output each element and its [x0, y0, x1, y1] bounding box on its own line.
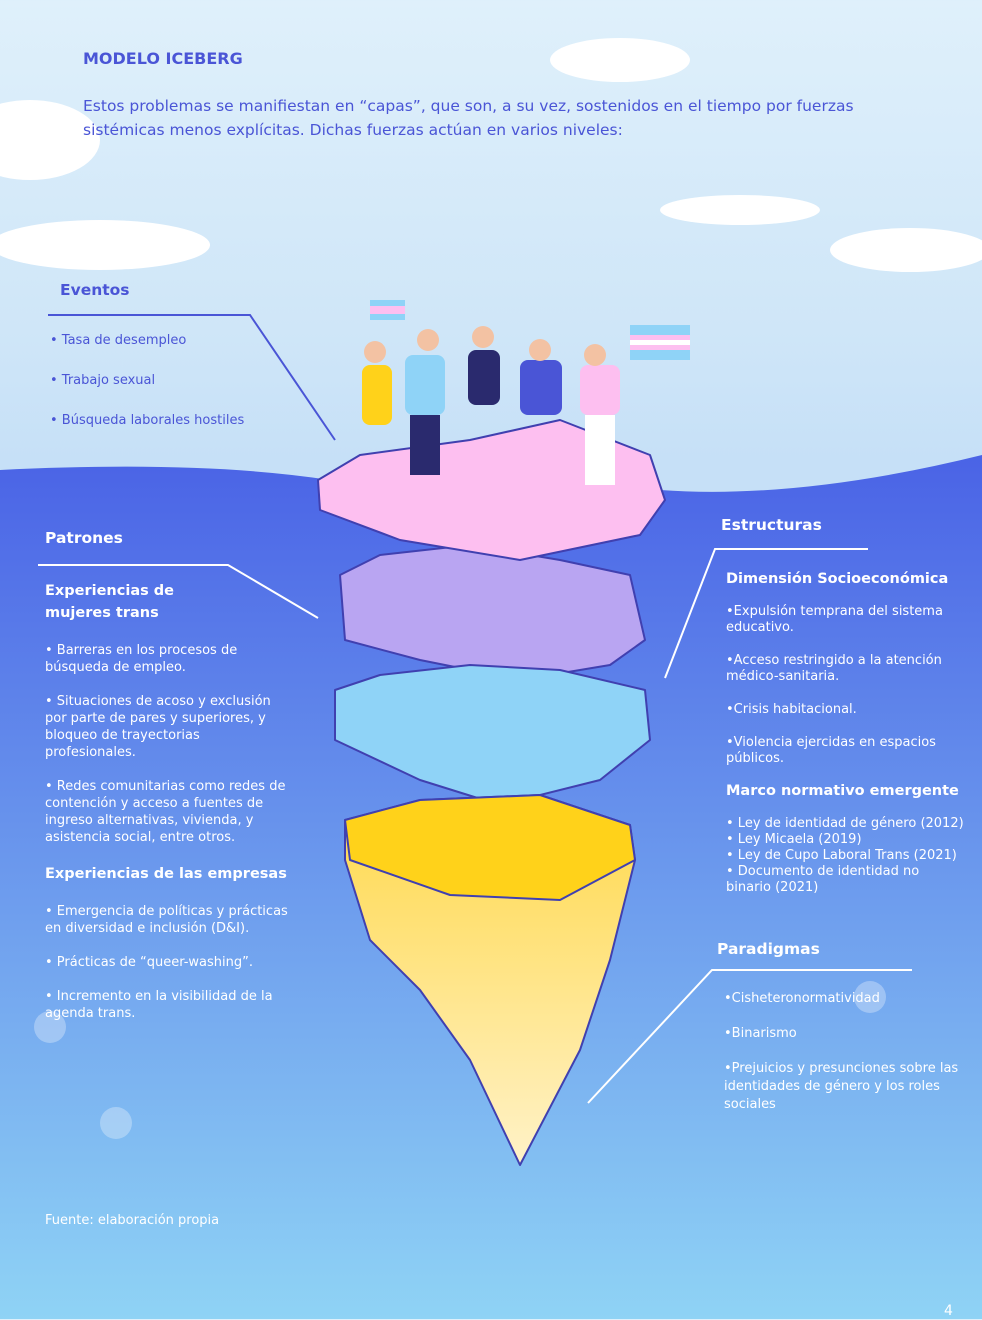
layer-patterns: [339, 544, 646, 681]
list-item: • Ley Micaela (2019): [726, 832, 862, 847]
estructuras-title: Estructuras: [721, 516, 822, 534]
eventos-list: • Tasa de desempleo • Trabajo sexual • B…: [50, 332, 244, 446]
list-item: • Tasa de desempleo: [50, 333, 187, 348]
list-item: • Documento de identidad no binario (202…: [726, 864, 920, 895]
people-with-flags: [362, 300, 690, 485]
list-item: • Ley de Cupo Laboral Trans (2021): [726, 848, 957, 863]
list-item: • Situaciones de acoso y exclusión por p…: [45, 694, 271, 760]
paradigmas-content: •Cisheteronormatividad •Binarismo •Preju…: [724, 990, 959, 1131]
patrones-content: Experiencias de mujeres trans • Barreras…: [45, 580, 290, 1039]
subheading: Dimensión Socioeconómica: [726, 571, 949, 587]
list-item: • Ley de identidad de género (2012): [726, 816, 964, 831]
subheading: Experiencias de las empresas: [45, 866, 287, 882]
intro-text: Estos problemas se manifiestan en “capas…: [83, 97, 854, 139]
layer-structures: [334, 664, 651, 806]
list-item: • Prácticas de “queer-washing”.: [45, 955, 253, 970]
eventos-title: Eventos: [60, 281, 130, 299]
patrones-title: Patrones: [45, 529, 123, 547]
list-item: •Cisheteronormatividad: [724, 991, 880, 1006]
list-item: •Prejuicios y presunciones sobre las ide…: [724, 1061, 959, 1112]
estructuras-content: Dimensión Socioeconómica •Expulsión temp…: [726, 568, 971, 896]
list-item: • Búsqueda laborales hostiles: [50, 413, 245, 428]
page-title: MODELO ICEBERG: [83, 49, 243, 68]
list-item: •Crisis habitacional.: [726, 702, 857, 717]
list-item: • Trabajo sexual: [50, 373, 156, 388]
source-note: Fuente: elaboración propia: [45, 1213, 220, 1228]
list-item: •Expulsión temprana del sistema educativ…: [726, 604, 943, 635]
page-number: 4: [944, 1303, 953, 1319]
subheading: Experiencias de mujeres trans: [45, 583, 174, 621]
list-item: • Incremento en la visibilidad de la age…: [45, 989, 273, 1021]
paradigmas-title: Paradigmas: [717, 940, 820, 958]
list-item: •Binarismo: [724, 1026, 797, 1041]
list-item: •Violencia ejercidas en espacios público…: [726, 735, 936, 766]
list-item: • Redes comunitarias como redes de conte…: [45, 779, 286, 845]
list-item: •Acceso restringido a la atención médico…: [726, 653, 942, 684]
clouds: [0, 38, 982, 272]
connector-lines: [38, 314, 912, 1104]
list-item: • Barreras en los procesos de búsqueda d…: [45, 643, 238, 675]
subheading: Marco normativo emergente: [726, 783, 959, 799]
list-item: • Emergencia de políticas y prácticas en…: [45, 904, 288, 936]
